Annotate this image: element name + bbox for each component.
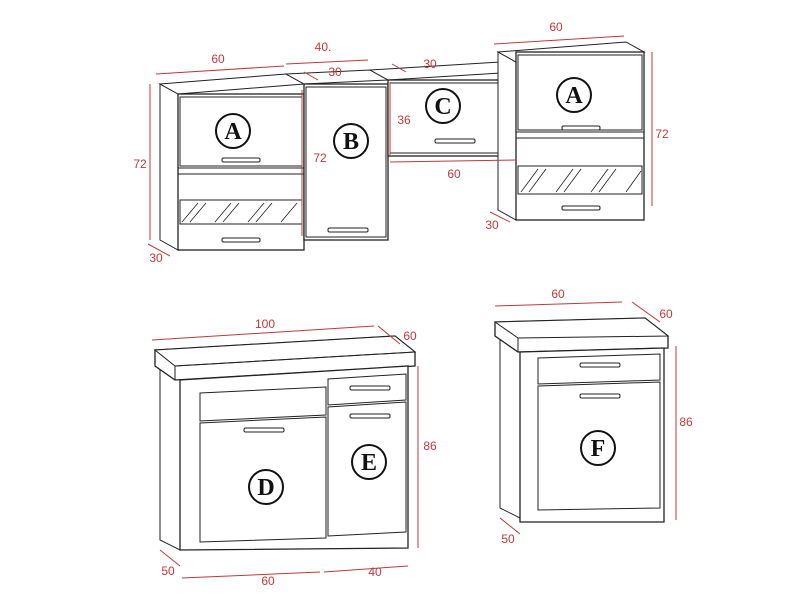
dim-c-width: 60 (447, 167, 461, 181)
base-cabinet-d-e: D E (153, 335, 417, 551)
badge-e: E (351, 444, 387, 480)
dim-right-height: 72 (655, 127, 669, 141)
dim-left-height: 72 (133, 157, 147, 171)
dim-base-f-height: 86 (679, 415, 693, 429)
dim-base-f-width: 60 (551, 287, 565, 301)
handle (561, 205, 601, 211)
handle (327, 227, 369, 233)
dim-c-height: 36 (397, 113, 411, 127)
dim-base-d-door-width: 60 (261, 574, 275, 588)
glass-panel-a-right (520, 168, 642, 193)
dim-left-depth: 30 (149, 251, 163, 265)
handle (579, 393, 621, 399)
dim-right-depth: 30 (485, 218, 499, 232)
dim-top-a1-width: 60 (211, 52, 225, 66)
base-cabinet-f: F (493, 317, 670, 523)
dim-base-d-height: 86 (423, 439, 437, 453)
badge-label: D (257, 475, 274, 501)
dim-base-d-width: 100 (255, 317, 275, 331)
handle (349, 385, 391, 391)
upper-cabinet-c: C (368, 61, 520, 157)
handle (434, 138, 476, 144)
badge-label: C (434, 94, 451, 120)
badge-label: A (224, 119, 242, 145)
badge-b: B (333, 123, 369, 159)
dim-base-d-depth: 60 (403, 329, 417, 343)
upper-cabinet-b: B (284, 69, 390, 241)
dim-top-a2-width: 60 (549, 20, 563, 34)
badge-d: D (248, 469, 284, 505)
handle (243, 427, 285, 433)
dimension-lines: 60 40. 30 30 60 72 30 72 36 60 72 30 (133, 20, 693, 588)
upper-cabinet-a-right: A (496, 41, 646, 221)
handle (349, 413, 391, 419)
glass-panel-a-left (181, 202, 298, 223)
badge-a-right: A (556, 77, 592, 113)
dim-top-b-width: 40. (315, 40, 332, 54)
badge-label: B (343, 129, 359, 155)
dim-base-f-depth: 60 (659, 307, 673, 321)
dim-top-b-depth: 30 (328, 65, 342, 79)
dim-base-d-side-depth: 50 (161, 564, 175, 578)
dim-b-height: 72 (313, 151, 327, 165)
badge-f: F (580, 430, 616, 466)
badge-a-left: A (215, 113, 251, 149)
handle (221, 237, 261, 243)
handle (579, 362, 621, 368)
handle (561, 125, 601, 131)
upper-cabinet-a-left: A (158, 73, 306, 251)
dim-base-f-side-depth: 50 (501, 532, 515, 546)
badge-c: C (425, 88, 461, 124)
badge-label: A (565, 83, 583, 109)
handle (221, 157, 261, 163)
badge-label: E (361, 450, 377, 476)
dim-top-c-depth: 30 (423, 57, 437, 71)
dim-base-e-width: 40 (368, 565, 382, 579)
badge-label: F (591, 436, 606, 462)
